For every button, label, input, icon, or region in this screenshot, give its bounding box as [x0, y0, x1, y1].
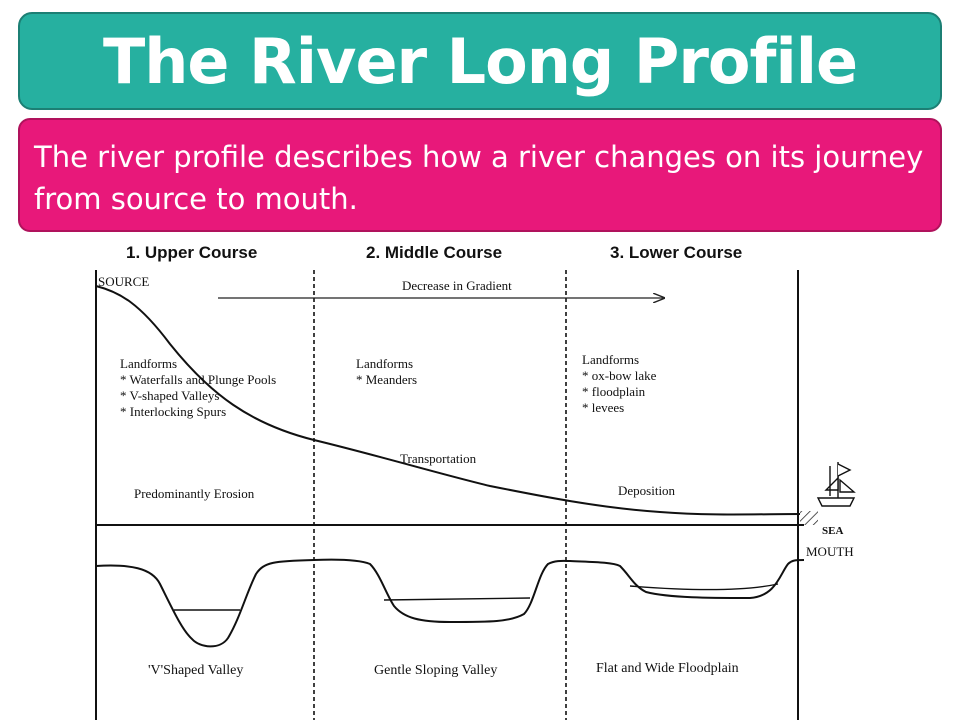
lower-landforms: Landforms * ox-bow lake * floodplain * l…	[582, 352, 657, 415]
sea-label: SEA	[822, 525, 843, 537]
lower-landform-item: * floodplain	[582, 384, 646, 399]
upper-landform-item: * Interlocking Spurs	[120, 404, 226, 419]
upper-landforms-title: Landforms	[120, 356, 177, 371]
heading-middle-course: 2. Middle Course	[366, 243, 502, 262]
valley-cross-section-outline	[95, 558, 805, 648]
sea-hatch	[800, 511, 818, 525]
description-text: The river profile describes how a river …	[34, 140, 924, 216]
upper-landforms: Landforms * Waterfalls and Plunge Pools …	[120, 356, 276, 419]
middle-process-label: Transportation	[400, 451, 477, 466]
description-banner: The river profile describes how a river …	[18, 118, 942, 232]
upper-process-label: Predominantly Erosion	[134, 486, 255, 501]
middle-water-surface	[383, 597, 531, 601]
lower-landforms-title: Landforms	[582, 352, 639, 367]
source-label: SOURCE	[98, 274, 149, 289]
upper-valley-label: 'V'Shaped Valley	[148, 663, 243, 678]
lower-process-label: Deposition	[618, 483, 676, 498]
boat-icon	[816, 462, 856, 507]
page-title: The River Long Profile	[102, 24, 858, 98]
heading-upper-course: 1. Upper Course	[126, 243, 257, 262]
lower-valley-label: Flat and Wide Floodplain	[596, 661, 739, 676]
middle-landforms-title: Landforms	[356, 356, 413, 371]
gradient-label: Decrease in Gradient	[402, 278, 512, 293]
title-banner: The River Long Profile	[18, 12, 942, 110]
heading-lower-course: 3. Lower Course	[610, 243, 742, 262]
river-profile-diagram: 1. Upper Course 2. Middle Course 3. Lowe…	[60, 234, 880, 720]
middle-landforms: Landforms * Meanders	[356, 356, 417, 387]
diagram-svg: 1. Upper Course 2. Middle Course 3. Lowe…	[95, 243, 856, 720]
middle-landform-item: * Meanders	[356, 372, 417, 387]
lower-water-surface	[629, 583, 779, 591]
long-profile-curve	[95, 285, 801, 516]
lower-landform-item: * ox-bow lake	[582, 368, 657, 383]
upper-landform-item: * Waterfalls and Plunge Pools	[120, 372, 276, 387]
mouth-label: MOUTH	[806, 544, 854, 559]
middle-valley-label: Gentle Sloping Valley	[374, 663, 497, 678]
upper-landform-item: * V-shaped Valleys	[120, 388, 219, 403]
lower-landform-item: * levees	[582, 400, 624, 415]
